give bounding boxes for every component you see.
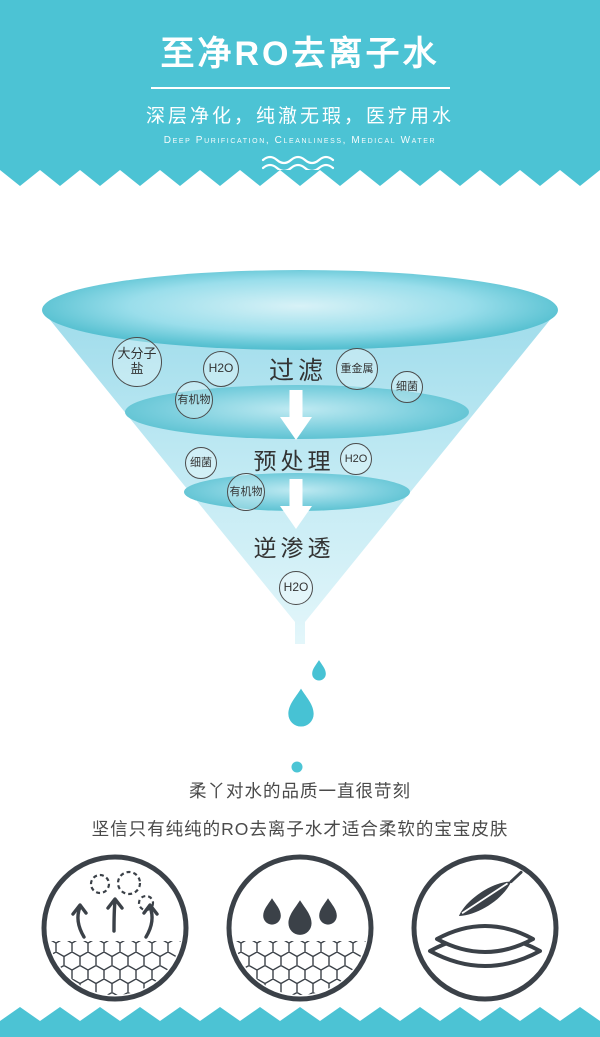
caption-line1: 柔丫对水的品质一直很苛刻	[189, 781, 411, 801]
soft-feather-icon	[411, 854, 559, 1002]
moisture-drops-icon	[226, 854, 374, 1002]
down-arrow-2	[280, 479, 312, 529]
stage-label-reverse-osmosis: 逆渗透	[253, 535, 335, 561]
bubble-organic-1: 有机物	[175, 381, 213, 419]
bubble-bacteria-1: 细菌	[391, 371, 423, 403]
header-banner: 至净RO去离子水 深层净化，纯澈无瑕，医疗用水 Deep Purificatio…	[0, 0, 600, 181]
funnel-diagram: 大分子盐 H2O 重金属 细菌 有机物 细菌 H2O 有机物 H2O 过滤 预处…	[0, 270, 600, 780]
footer-zigzag-edge	[0, 1007, 600, 1037]
down-arrow-1	[280, 390, 312, 440]
caption-line2: 坚信只有纯纯的RO去离子水才适合柔软的宝宝皮肤	[91, 819, 509, 839]
funnel-graphic	[42, 270, 558, 773]
bubble-organic-2: 有机物	[227, 473, 265, 511]
banner-zigzag-edge	[0, 170, 600, 186]
feature-icons-row	[0, 853, 600, 1003]
bubble-heavy-metal: 重金属	[336, 348, 378, 390]
bubble-bacteria-2: 细菌	[185, 447, 217, 479]
breathable-mesh-icon	[41, 854, 189, 1002]
footer-bar	[0, 1007, 600, 1037]
water-drop-large	[288, 688, 314, 727]
bubble-macromolecular-salt: 大分子盐	[112, 337, 162, 387]
stage-label-pretreatment: 预处理	[253, 448, 335, 474]
water-drop-small	[312, 660, 326, 681]
water-dot	[291, 761, 303, 773]
stage-label-filter: 过滤	[268, 357, 328, 385]
funnel-top-ellipse	[42, 270, 558, 350]
caption: 柔丫对水的品质一直很苛刻 坚信只有纯纯的RO去离子水才适合柔软的宝宝皮肤	[0, 778, 600, 854]
page-title: 至净RO去离子水	[150, 26, 450, 89]
subtitle: 深层净化，纯澈无瑕，医疗用水	[145, 106, 454, 127]
bubble-h2o-3: H2O	[279, 571, 313, 605]
bubble-h2o-1: H2O	[203, 351, 239, 387]
bubble-h2o-2: H2O	[340, 443, 372, 475]
subtitle-english: Deep Purification, Cleanliness, Medical …	[163, 135, 437, 146]
